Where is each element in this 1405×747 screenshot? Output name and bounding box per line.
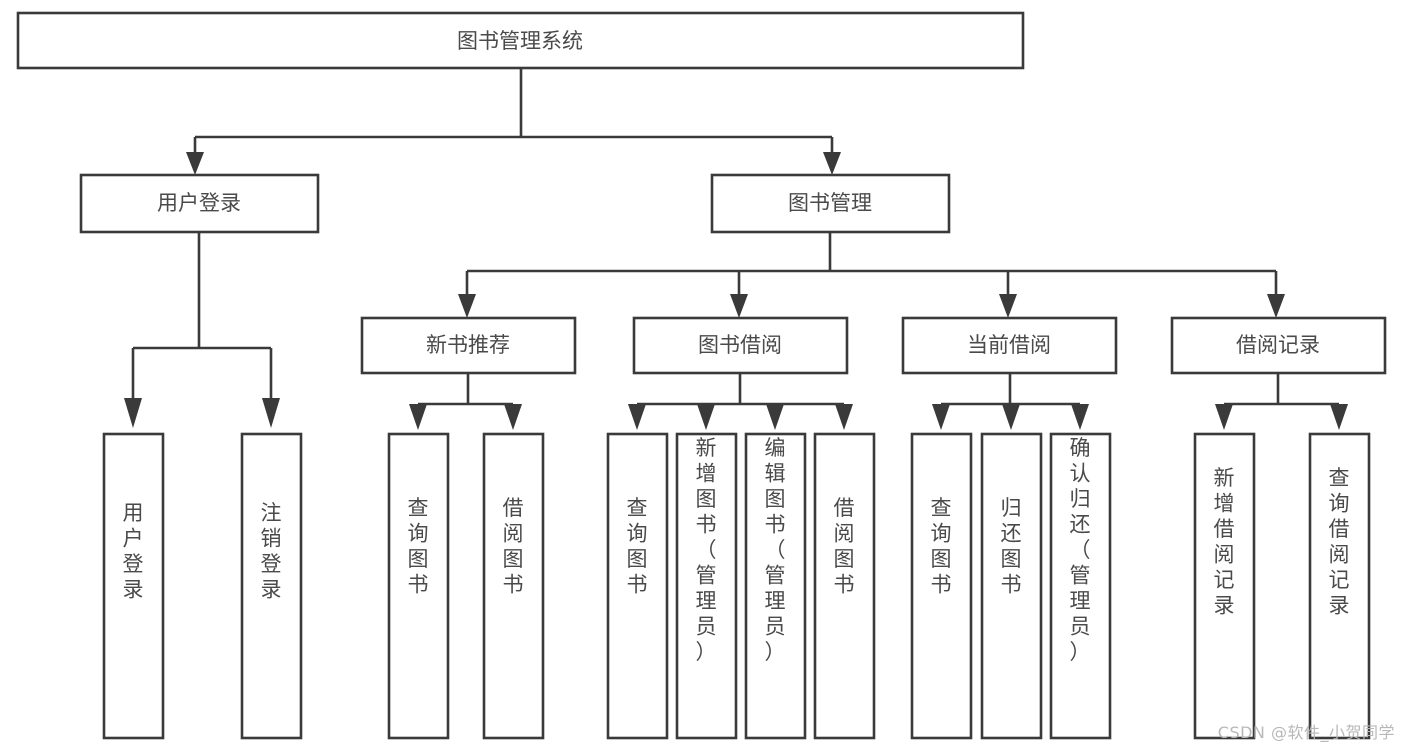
node-user-login[interactable]: 用户登录: [79, 173, 320, 234]
arrow-newbook-leaf-2: [504, 404, 522, 430]
arrow-newbook-leaf-1: [409, 404, 427, 430]
node-root-book-management-system[interactable]: 图书管理系统: [16, 11, 1025, 70]
node-current-borrow-label: 当前借阅: [967, 333, 1051, 357]
arrow-currentborrow-leaf-1: [932, 404, 950, 430]
arrow-bookmgmt-to-borrow: [730, 294, 748, 318]
arrow-root-to-user-login: [186, 152, 204, 175]
arrow-bookmgmt-to-current: [999, 294, 1017, 318]
node-leaf-label: 新增图书（管理员）: [696, 436, 717, 664]
node-borrow-record-box: [1170, 316, 1387, 375]
node-leaf-borrow-add-book-admin[interactable]: 新增图书（管理员）: [675, 432, 738, 740]
node-borrow-record-label: 借阅记录: [1236, 333, 1320, 357]
node-leaf-user-login-login[interactable]: 用户登录: [102, 432, 165, 740]
node-leaf-box: [813, 432, 876, 740]
node-leaf-user-logout[interactable]: 注销登录: [240, 432, 303, 740]
node-leaf-label: 查询借阅记录: [1329, 466, 1350, 618]
node-leaf-box: [1049, 432, 1112, 740]
arrow-bookborrow-leaf-3: [766, 404, 784, 430]
arrow-userlogin-leaf-2: [262, 398, 280, 428]
arrow-bookmgmt-to-new-book: [458, 294, 476, 318]
node-leaf-box: [1308, 432, 1371, 740]
node-leaf-box: [910, 432, 973, 740]
node-leaf-newbook-query-book[interactable]: 查询图书: [387, 432, 450, 740]
connector-layer: [124, 68, 1348, 430]
node-new-book-recommend[interactable]: 新书推荐: [360, 316, 577, 375]
arrow-currentborrow-leaf-2: [1002, 404, 1020, 430]
node-leaf-newbook-borrow-book[interactable]: 借阅图书: [482, 432, 545, 740]
arrow-root-to-book-mgmt: [823, 152, 841, 175]
node-leaf-label: 编辑图书（管理员）: [765, 436, 786, 664]
arrow-borrowrecord-leaf-1: [1215, 404, 1233, 430]
node-leaf-label: 查询图书: [627, 496, 648, 597]
node-leaf-current-query-book[interactable]: 查询图书: [910, 432, 973, 740]
node-current-borrow[interactable]: 当前借阅: [901, 316, 1118, 375]
node-current-borrow-box: [901, 316, 1118, 375]
node-leaf-current-return-book[interactable]: 归还图书: [980, 432, 1043, 740]
arrow-bookmgmt-to-record: [1267, 294, 1285, 318]
node-book-management[interactable]: 图书管理: [710, 173, 951, 234]
arrow-userlogin-leaf-1: [124, 398, 142, 428]
node-new-book-recommend-box: [360, 316, 577, 375]
node-leaf-label: 用户登录: [123, 501, 144, 602]
node-leaf-label: 查询图书: [408, 496, 429, 597]
node-leaf-label: 查询图书: [931, 496, 952, 597]
node-leaf-box: [102, 432, 165, 740]
node-leaf-current-confirm-return-admin[interactable]: 确认归还（管理员）: [1049, 432, 1112, 740]
node-leaf-box: [980, 432, 1043, 740]
node-user-login-box: [79, 173, 320, 234]
node-leaf-label: 新增借阅记录: [1214, 466, 1235, 618]
node-leaf-record-query-record[interactable]: 查询借阅记录: [1308, 432, 1371, 740]
arrow-borrowrecord-leaf-2: [1330, 404, 1348, 430]
node-book-borrow[interactable]: 图书借阅: [632, 316, 849, 375]
arrow-bookborrow-leaf-4: [835, 404, 853, 430]
node-leaf-label: 归还图书: [1001, 496, 1022, 597]
node-leaf-label: 借阅图书: [834, 496, 855, 597]
node-leaf-borrow-borrow-book[interactable]: 借阅图书: [813, 432, 876, 740]
node-leaf-label: 借阅图书: [503, 496, 524, 597]
node-root-label: 图书管理系统: [457, 29, 583, 53]
node-leaf-borrow-edit-book-admin[interactable]: 编辑图书（管理员）: [744, 432, 807, 740]
node-leaf-box: [240, 432, 303, 740]
node-root-box: [16, 11, 1025, 70]
node-leaf-borrow-query-book[interactable]: 查询图书: [606, 432, 669, 740]
node-book-management-label: 图书管理: [788, 191, 872, 215]
node-leaf-box: [606, 432, 669, 740]
node-book-borrow-label: 图书借阅: [698, 333, 782, 357]
arrow-currentborrow-leaf-3: [1071, 404, 1089, 430]
node-leaf-label: 确认归还（管理员）: [1070, 436, 1091, 664]
node-leaf-box: [482, 432, 545, 740]
node-leaf-label: 注销登录: [261, 501, 282, 602]
node-book-management-box: [710, 173, 951, 234]
node-leaf-record-add-record[interactable]: 新增借阅记录: [1193, 432, 1256, 740]
node-user-login-label: 用户登录: [157, 191, 241, 215]
node-leaf-box: [675, 432, 738, 740]
node-borrow-record[interactable]: 借阅记录: [1170, 316, 1387, 375]
arrow-bookborrow-leaf-2: [697, 404, 715, 430]
node-leaf-box: [1193, 432, 1256, 740]
node-new-book-recommend-label: 新书推荐: [426, 333, 510, 357]
arrow-bookborrow-leaf-1: [628, 404, 646, 430]
node-leaf-box: [744, 432, 807, 740]
node-leaf-box: [387, 432, 450, 740]
node-book-borrow-box: [632, 316, 849, 375]
